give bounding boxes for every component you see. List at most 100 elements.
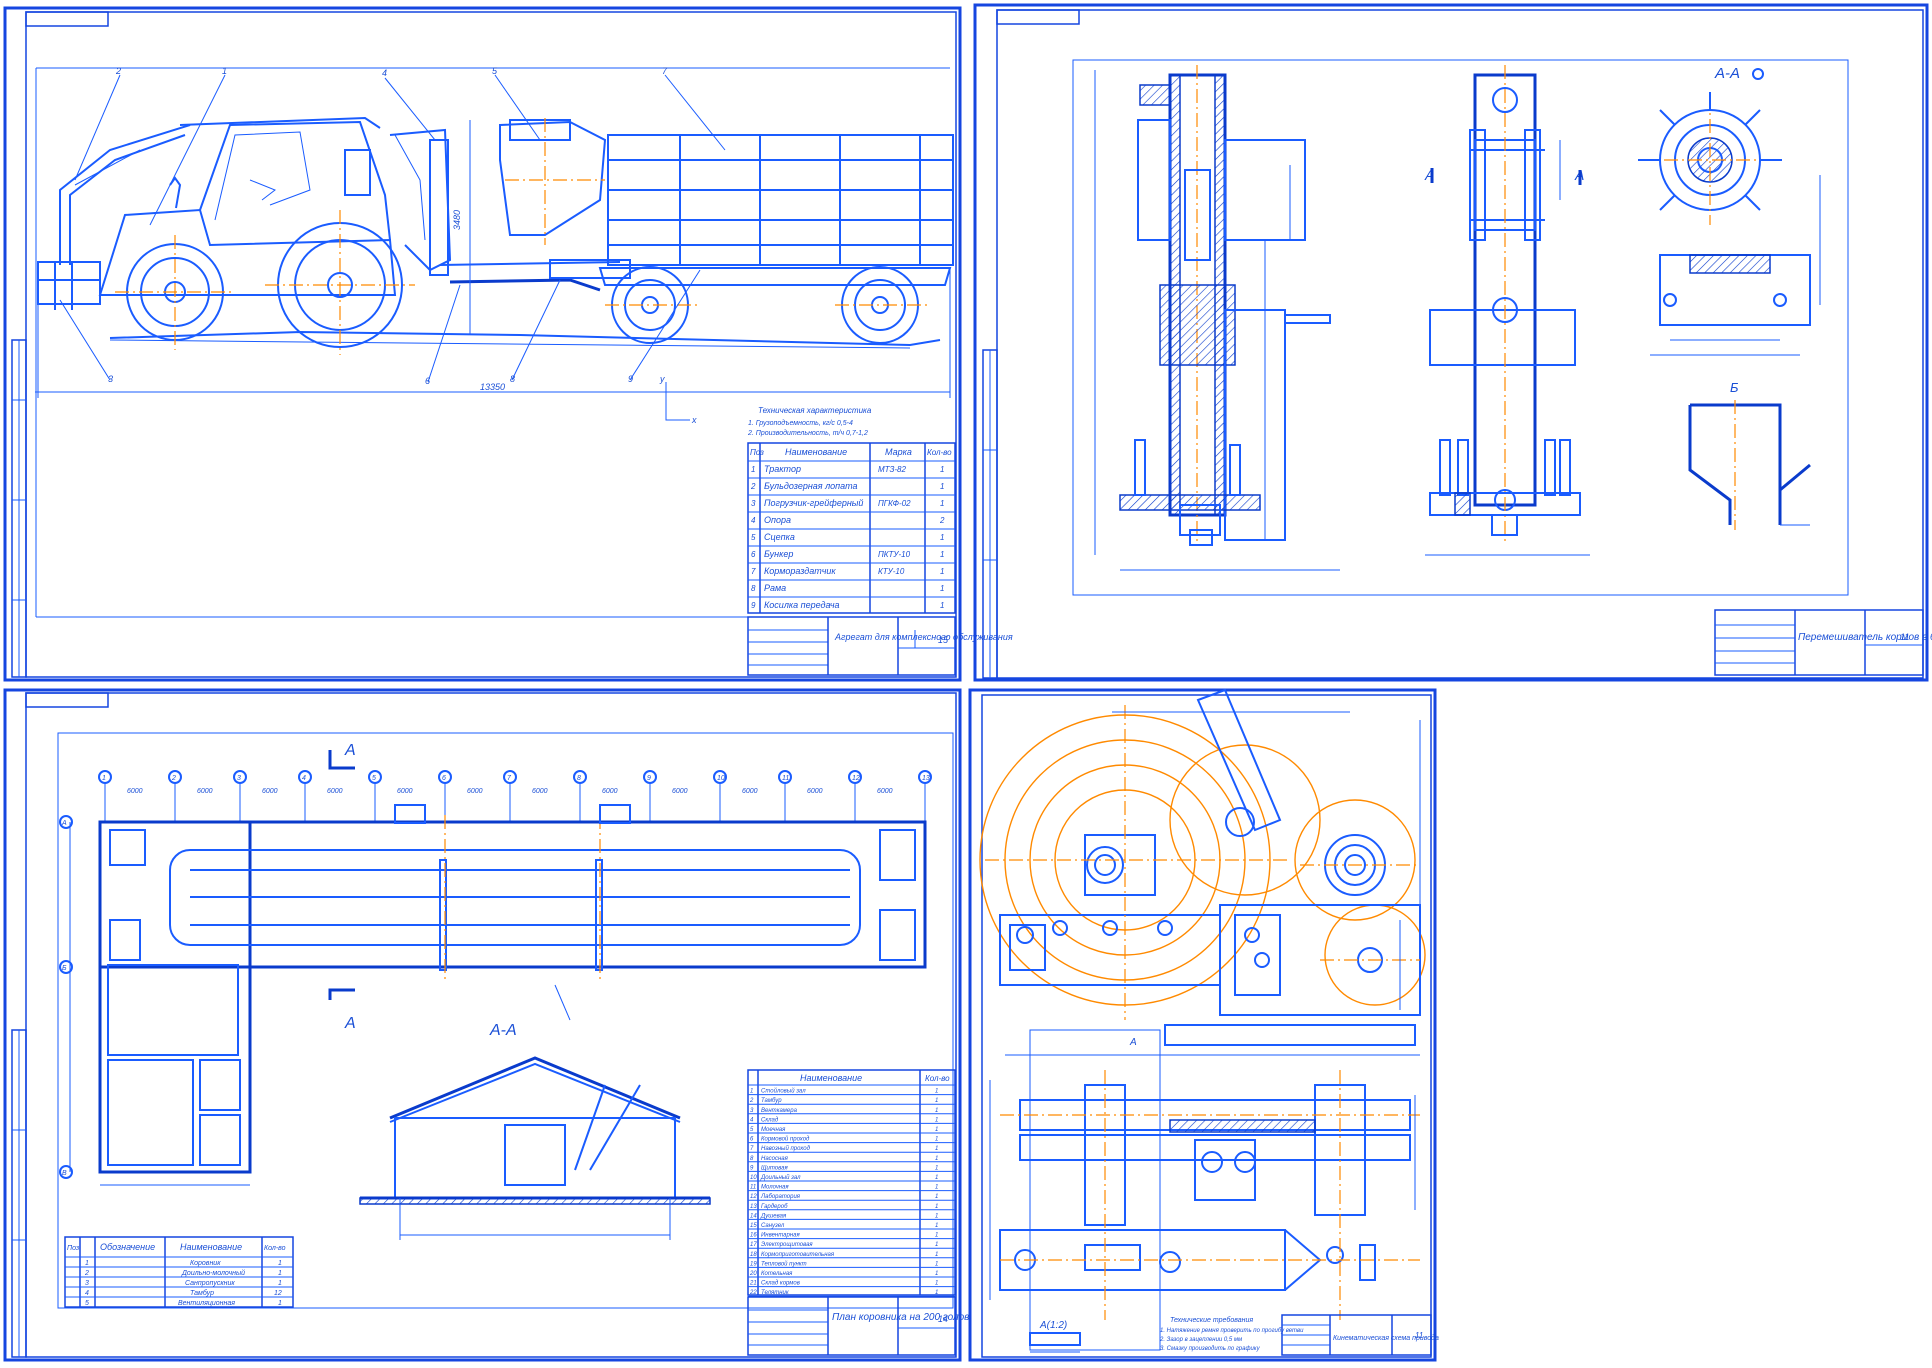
sheet-3-title-block: План коровника на 200 голов 14 bbox=[747, 1296, 969, 1356]
svg-text:Трактор: Трактор bbox=[764, 464, 801, 474]
spec-row-qty: 1 bbox=[935, 1117, 938, 1123]
dim-overall: 13350 bbox=[480, 382, 505, 392]
spec-row-name: Склад bbox=[761, 1117, 779, 1123]
svg-text:Погрузчик-грейферный: Погрузчик-грейферный bbox=[764, 498, 863, 508]
row-bubble bbox=[59, 1165, 73, 1179]
spec-row-qty: 1 bbox=[935, 1213, 938, 1219]
spec-row-name: Санузел bbox=[761, 1223, 785, 1229]
spec-row-num: 12 bbox=[750, 1194, 757, 1200]
svg-text:1. Натяжение ремня проверить п: 1. Натяжение ремня проверить по прогибу … bbox=[1160, 1328, 1304, 1334]
spec-row-num: 3 bbox=[750, 1108, 754, 1114]
tech-notes: Технические требования 1. Натяжение ремн… bbox=[1159, 1316, 1304, 1352]
svg-text:y: y bbox=[659, 374, 665, 384]
svg-text:2. Зазор в зацеплении 0,5 мм: 2. Зазор в зацеплении 0,5 мм bbox=[1159, 1337, 1242, 1343]
spec-row-name: Доильный зал bbox=[760, 1174, 801, 1181]
svg-text:1: 1 bbox=[751, 465, 755, 474]
spec-row-num: 4 bbox=[750, 1117, 754, 1123]
axis-grid: 1600026000360004600056000660007600086000… bbox=[59, 770, 932, 1179]
svg-text:2: 2 bbox=[84, 1270, 89, 1277]
spec-row-qty: 1 bbox=[935, 1108, 938, 1114]
spec-row-qty: 1 bbox=[935, 1127, 938, 1133]
spec-row-name: Инвентарная bbox=[761, 1233, 800, 1239]
svg-text:8: 8 bbox=[751, 584, 756, 593]
sheet-1-dimensions: 13350 3480 x y bbox=[35, 120, 951, 425]
section-cut-marker: А А bbox=[328, 742, 356, 1032]
spec-row-qty: 1 bbox=[935, 1146, 938, 1152]
spec-row-name: Котельная bbox=[761, 1271, 793, 1277]
axis-mark: 3 bbox=[237, 775, 241, 782]
title-line: Перемешиватель кормов в бункере bbox=[1798, 631, 1932, 643]
svg-text:Кол-во: Кол-во bbox=[925, 1074, 950, 1083]
spec-row-qty: 1 bbox=[935, 1242, 938, 1248]
svg-text:Марка: Марка bbox=[885, 447, 912, 457]
axis-dimension: 6000 bbox=[742, 788, 758, 795]
svg-text:5: 5 bbox=[751, 533, 756, 542]
svg-text:x: x bbox=[691, 415, 697, 425]
spec-row-name: Гардероб bbox=[761, 1204, 788, 1210]
scale-stamp: А(1:2) bbox=[1029, 1320, 1081, 1353]
detail-b-view: Б bbox=[1688, 380, 1811, 530]
sheet-3-barn-plan[interactable]: 1600026000360004600056000660007600086000… bbox=[3, 688, 969, 1362]
barn-floor-plan bbox=[69, 804, 927, 1186]
tech-title: Техническая характеристика bbox=[758, 406, 872, 415]
row-mark: В bbox=[62, 1170, 67, 1177]
section-a-a-view: А-А bbox=[1638, 65, 1821, 356]
spec-row-name: Щитовая bbox=[761, 1165, 788, 1171]
spec-row-num: 14 bbox=[750, 1213, 757, 1219]
left-margin-stamp bbox=[11, 339, 27, 678]
sheet-4-drive-kinematics[interactable]: А А(1:2) bbox=[968, 688, 1439, 1362]
sheet-2-mixer-assembly[interactable]: А А А-А bbox=[973, 3, 1932, 682]
axis-dimension: 6000 bbox=[327, 788, 343, 795]
svg-text:1: 1 bbox=[940, 550, 944, 559]
spec-row-name: Моечная bbox=[761, 1127, 786, 1133]
axis-mark: 6 bbox=[442, 775, 446, 782]
svg-text:2: 2 bbox=[939, 516, 945, 525]
svg-text:Бункер: Бункер bbox=[764, 549, 793, 559]
sheet-4-title-block: Кинематическая схема привода 11 bbox=[1281, 1314, 1439, 1356]
axis-mark: 13 bbox=[922, 775, 930, 782]
svg-text:Наименование: Наименование bbox=[180, 1242, 242, 1252]
svg-text:Бульдозерная лопата: Бульдозерная лопата bbox=[764, 481, 858, 491]
axis-dimension: 6000 bbox=[397, 788, 413, 795]
axis-dimension: 6000 bbox=[532, 788, 548, 795]
spec-row-qty: 1 bbox=[935, 1252, 938, 1258]
spec-row-num: 8 bbox=[750, 1156, 754, 1162]
svg-text:1: 1 bbox=[85, 1260, 89, 1267]
callout-9: 9 bbox=[628, 374, 633, 384]
sheet-1-callouts: 2 1 4 5 7 3 6 8 9 bbox=[59, 66, 726, 386]
spec-row-num: 20 bbox=[749, 1271, 757, 1277]
hopper-trailer-drawing bbox=[499, 118, 954, 344]
spec-row-num: 2 bbox=[749, 1098, 754, 1104]
dim-height: 3480 bbox=[452, 210, 462, 230]
sheet-1-tractor-assembly[interactable]: 2 1 4 5 7 3 6 8 9 13350 3480 x y Техниче… bbox=[3, 6, 1013, 682]
svg-text:А: А bbox=[344, 742, 356, 759]
axis-mark: 5 bbox=[372, 775, 376, 782]
svg-text:1: 1 bbox=[278, 1300, 282, 1307]
svg-text:6: 6 bbox=[751, 550, 756, 559]
callout-2: 2 bbox=[115, 66, 121, 76]
spec-row-name: Телятник bbox=[761, 1290, 790, 1296]
axis-dimension: 6000 bbox=[877, 788, 893, 795]
spec-row-num: 6 bbox=[750, 1137, 754, 1143]
callout-3: 3 bbox=[108, 374, 113, 384]
spec-row-qty: 1 bbox=[935, 1137, 938, 1143]
spec-row-qty: 1 bbox=[935, 1271, 938, 1277]
svg-text:Наименование: Наименование bbox=[785, 447, 847, 457]
svg-text:7: 7 bbox=[751, 567, 756, 576]
spec-row-qty: 1 bbox=[935, 1290, 938, 1296]
axis-mark: 9 bbox=[647, 775, 651, 782]
spec-row-num: 18 bbox=[750, 1252, 757, 1258]
callout-8: 8 bbox=[510, 374, 515, 384]
axis-mark: 10 bbox=[717, 775, 725, 782]
spec-row-name: Электрощитовая bbox=[761, 1242, 813, 1248]
sheet-1-title-block: Агрегат для комплексного обслуживания 15 bbox=[747, 616, 1013, 676]
svg-text:Вентиляционная: Вентиляционная bbox=[178, 1300, 235, 1307]
spec-row-name: Молочная bbox=[761, 1185, 789, 1191]
svg-text:1: 1 bbox=[278, 1280, 282, 1287]
sheet-number: 11 bbox=[1900, 632, 1909, 642]
axis-mark: 1 bbox=[102, 775, 106, 782]
spec-row-name: Тепловой пункт bbox=[761, 1260, 807, 1267]
svg-text:Обозначение: Обозначение bbox=[100, 1242, 155, 1252]
